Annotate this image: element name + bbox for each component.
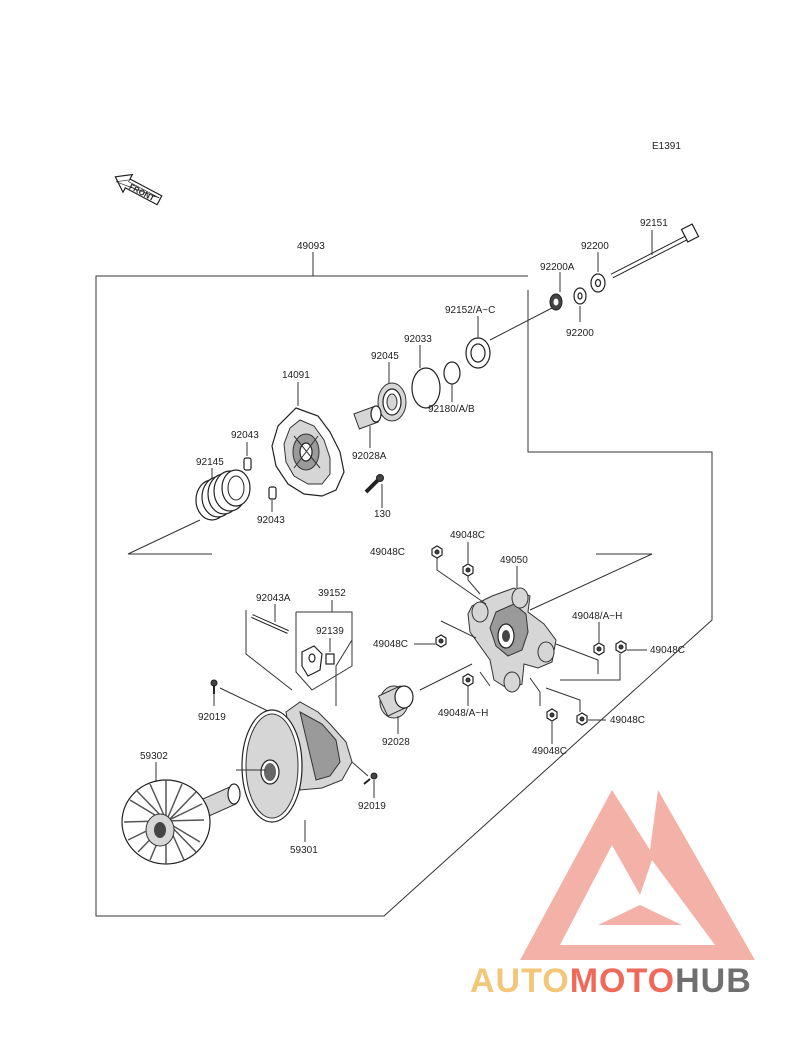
- wordmark-moto: MOTO: [569, 962, 676, 1000]
- label-92045: 92045: [371, 351, 399, 362]
- pin-92043-top: [243, 457, 252, 471]
- bolt-92019-a: [210, 679, 218, 694]
- sheave-59301: [241, 701, 353, 823]
- label-59302: 59302: [140, 751, 168, 762]
- label-92145: 92145: [196, 457, 224, 468]
- label-14091: 14091: [282, 370, 310, 381]
- label-92043-top: 92043: [231, 430, 259, 441]
- label-92033: 92033: [404, 334, 432, 345]
- nut-49048c-b: [462, 563, 474, 577]
- ring-92033: [411, 367, 441, 409]
- sheave-59302: [121, 779, 241, 865]
- shim-92180: [443, 361, 461, 385]
- label-92043a: 92043A: [256, 593, 291, 604]
- bolt-92019-b: [363, 772, 378, 785]
- bearing-92045: [377, 382, 407, 422]
- label-92180: 92180/A/B: [428, 404, 475, 415]
- label-92152: 92152/A~C: [445, 305, 495, 316]
- bushing-92028: [377, 685, 414, 719]
- label-92200-bottom: 92200: [566, 328, 594, 339]
- weight-92139: [301, 645, 335, 677]
- label-49048c-f: 49048C: [610, 715, 645, 726]
- label-49093: 49093: [297, 241, 325, 252]
- label-49048c-b: 49048C: [450, 530, 485, 541]
- wordmark-auto: AUTO: [470, 962, 570, 1000]
- label-49048c-e: 49048C: [532, 746, 567, 757]
- label-92139: 92139: [316, 626, 344, 637]
- wordmark-hub: HUB: [675, 962, 752, 1000]
- label-49048c-c: 49048C: [373, 639, 408, 650]
- label-92200-top: 92200: [581, 241, 609, 252]
- nut-49048c-a: [431, 545, 443, 559]
- nut-49048c-e: [546, 708, 558, 722]
- nut-49048-b: [462, 673, 474, 687]
- label-49050: 49050: [500, 555, 528, 566]
- cover-14091: [271, 407, 345, 497]
- label-92043-bottom: 92043: [257, 515, 285, 526]
- weight-set-box: [295, 611, 353, 691]
- bolt-130: [364, 474, 384, 494]
- front-arrow-icon: FRONT: [114, 173, 163, 206]
- label-49048c-d: 49048C: [650, 645, 685, 656]
- label-92028a: 92028A: [352, 451, 387, 462]
- label-130: 130: [374, 509, 391, 520]
- bolt-92151: [610, 223, 700, 279]
- nut-49048c-d: [615, 640, 627, 654]
- automotohub-wordmark: AUTOMOTOHUB: [470, 962, 752, 1001]
- automotohub-logo: [520, 790, 755, 960]
- pin-92043-bottom: [268, 486, 277, 500]
- label-92151: 92151: [640, 218, 668, 229]
- spring-92145: [195, 469, 251, 521]
- label-39152: 39152: [318, 588, 346, 599]
- label-92200a: 92200A: [540, 262, 575, 273]
- pin-92043a: [251, 614, 289, 634]
- label-92019-a: 92019: [198, 712, 226, 723]
- label-49048-a: 49048/A~H: [572, 611, 622, 622]
- spider-49050: [467, 587, 557, 693]
- nut-49048-a: [593, 642, 605, 656]
- label-92019-b: 92019: [358, 801, 386, 812]
- label-92028: 92028: [382, 737, 410, 748]
- nut-49048c-c: [435, 634, 447, 648]
- assembly-frame: [95, 275, 713, 917]
- label-49048c-a: 49048C: [370, 547, 405, 558]
- diagram-code: E1391: [652, 141, 681, 152]
- bushing-92028a: [353, 405, 382, 430]
- label-59301: 59301: [290, 845, 318, 856]
- label-49048-b: 49048/A~H: [438, 708, 488, 719]
- nut-49048c-f: [576, 712, 588, 726]
